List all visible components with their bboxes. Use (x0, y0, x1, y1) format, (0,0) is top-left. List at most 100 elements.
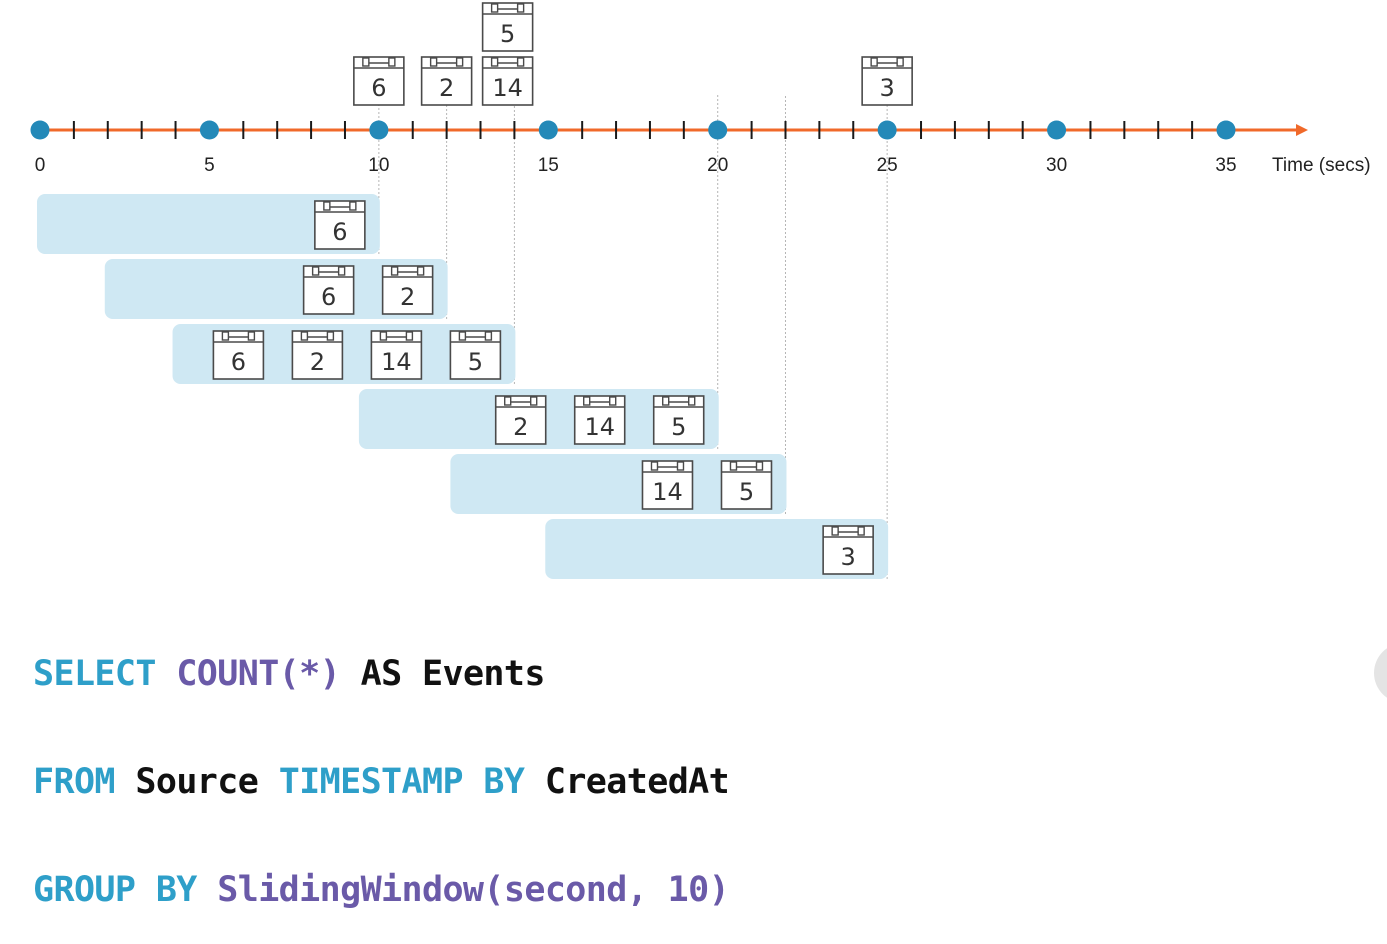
window-event-6: 6 (314, 200, 366, 250)
calendar-value: 14 (492, 74, 523, 102)
tick-label: 35 (1215, 155, 1236, 176)
window-bar (450, 454, 787, 514)
calendar-ring-right (349, 201, 357, 211)
calendar-value: 6 (321, 283, 336, 311)
calendar-ring-right (896, 57, 904, 67)
calendar-ring-left (662, 396, 670, 406)
calendar-value: 3 (880, 74, 895, 102)
calendar-ring-right (388, 57, 396, 67)
axis-dot (1216, 120, 1236, 140)
calendar-ring-right (247, 331, 256, 341)
window-event-5: 5 (652, 395, 705, 445)
calendar-ring-left (379, 331, 388, 341)
calendar-value: 14 (381, 348, 412, 376)
calendar-ring-left (458, 331, 467, 341)
calendar-ring-left (870, 57, 878, 67)
calendar-ring-left (221, 331, 230, 341)
calendar-ring-right (405, 331, 414, 341)
calendar-ring-right (455, 57, 464, 67)
calendar-ring-right (857, 526, 865, 536)
calendar-ring-left (390, 266, 399, 276)
calendar-ring-right (416, 266, 425, 276)
calendar-ring-left (504, 396, 512, 406)
window-event-2: 2 (494, 395, 547, 445)
calendar-value: 6 (332, 218, 347, 246)
sliding-window-function: SlidingWindow(second, 10) (217, 870, 730, 910)
window-event-2: 2 (291, 330, 344, 380)
tick-label: 30 (1046, 155, 1067, 176)
calendar-value: 5 (671, 413, 686, 441)
axis-dot (538, 120, 558, 140)
query-line-3: GROUP BY SlidingWindow(second, 10) (33, 870, 730, 910)
window-event-14: 14 (641, 460, 694, 510)
calendar-ring-left (300, 331, 309, 341)
tick-label: 0 (35, 155, 46, 176)
window-bar (37, 194, 380, 254)
calendar-ring-left (729, 461, 738, 471)
window-event-14: 14 (573, 395, 626, 445)
query-line-2: FROM Source TIMESTAMP BY CreatedAt (33, 762, 730, 802)
calendar-ring-left (831, 526, 839, 536)
axis-dot (708, 120, 728, 140)
calendar-value: 14 (652, 478, 683, 506)
tick-label: 10 (368, 155, 389, 176)
window-event-6: 6 (212, 330, 265, 380)
calendar-ring-right (516, 3, 525, 13)
as-events-text: AS Events (360, 654, 546, 694)
axis-arrow (1296, 124, 1308, 136)
calendar-ring-left (323, 201, 331, 211)
calendar-value: 2 (439, 74, 454, 102)
calendar-value: 14 (584, 413, 615, 441)
query-line-1: SELECT COUNT(*) AS Events (33, 656, 729, 692)
axis-dot (1047, 120, 1067, 140)
tick-label: 25 (877, 155, 898, 176)
tick-label: 20 (707, 155, 728, 176)
axis-dot (30, 120, 50, 140)
window-event-6: 6 (302, 265, 355, 315)
select-keyword: SELECT (33, 654, 156, 694)
count-function: COUNT(*) (176, 654, 341, 694)
calendar-value: 5 (739, 478, 754, 506)
axis-label-group: Time (secs) (1272, 155, 1371, 176)
tick-label: 5 (204, 155, 215, 176)
calendar-ring-left (490, 3, 499, 13)
calendar-ring-left (490, 57, 499, 67)
calendar-ring-right (688, 396, 696, 406)
calendar-value: 3 (841, 543, 856, 571)
calendar-ring-right (516, 57, 525, 67)
axis-dot (877, 120, 897, 140)
window-event-14: 14 (370, 330, 423, 380)
timestamp-by-keyword: TIMESTAMP BY (278, 762, 525, 802)
window-bar (104, 259, 448, 319)
calendar-ring-right (484, 331, 493, 341)
axis-dot (369, 120, 389, 140)
calendar-ring-left (650, 461, 659, 471)
calendar-ring-right (676, 461, 685, 471)
calendar-ring-left (429, 57, 438, 67)
window-event-5: 5 (720, 460, 773, 510)
timeline-event-14: 14 (481, 56, 534, 106)
from-keyword: FROM (33, 762, 115, 802)
timeline-event-3: 3 (861, 56, 913, 106)
calendar-value: 5 (500, 20, 515, 48)
window-bar (545, 519, 889, 579)
calendar-value: 2 (400, 283, 415, 311)
window-event-2: 2 (381, 265, 434, 315)
calendar-value: 5 (468, 348, 483, 376)
calendar-value: 6 (371, 74, 386, 102)
calendar-ring-right (530, 396, 538, 406)
query-code-block: SELECT COUNT(*) AS Events FROM Source TI… (33, 584, 730, 944)
axis-label: Time (secs) (1272, 155, 1371, 176)
calendar-ring-right (609, 396, 617, 406)
calendar-value: 2 (513, 413, 528, 441)
calendar-ring-left (311, 266, 320, 276)
timeline-event-5: 5 (481, 2, 534, 52)
calendar-ring-right (326, 331, 335, 341)
window-event-3: 3 (822, 525, 874, 575)
timeline-event-2: 2 (420, 56, 473, 106)
source-identifier: Source (135, 762, 259, 802)
calendar-ring-right (337, 266, 346, 276)
